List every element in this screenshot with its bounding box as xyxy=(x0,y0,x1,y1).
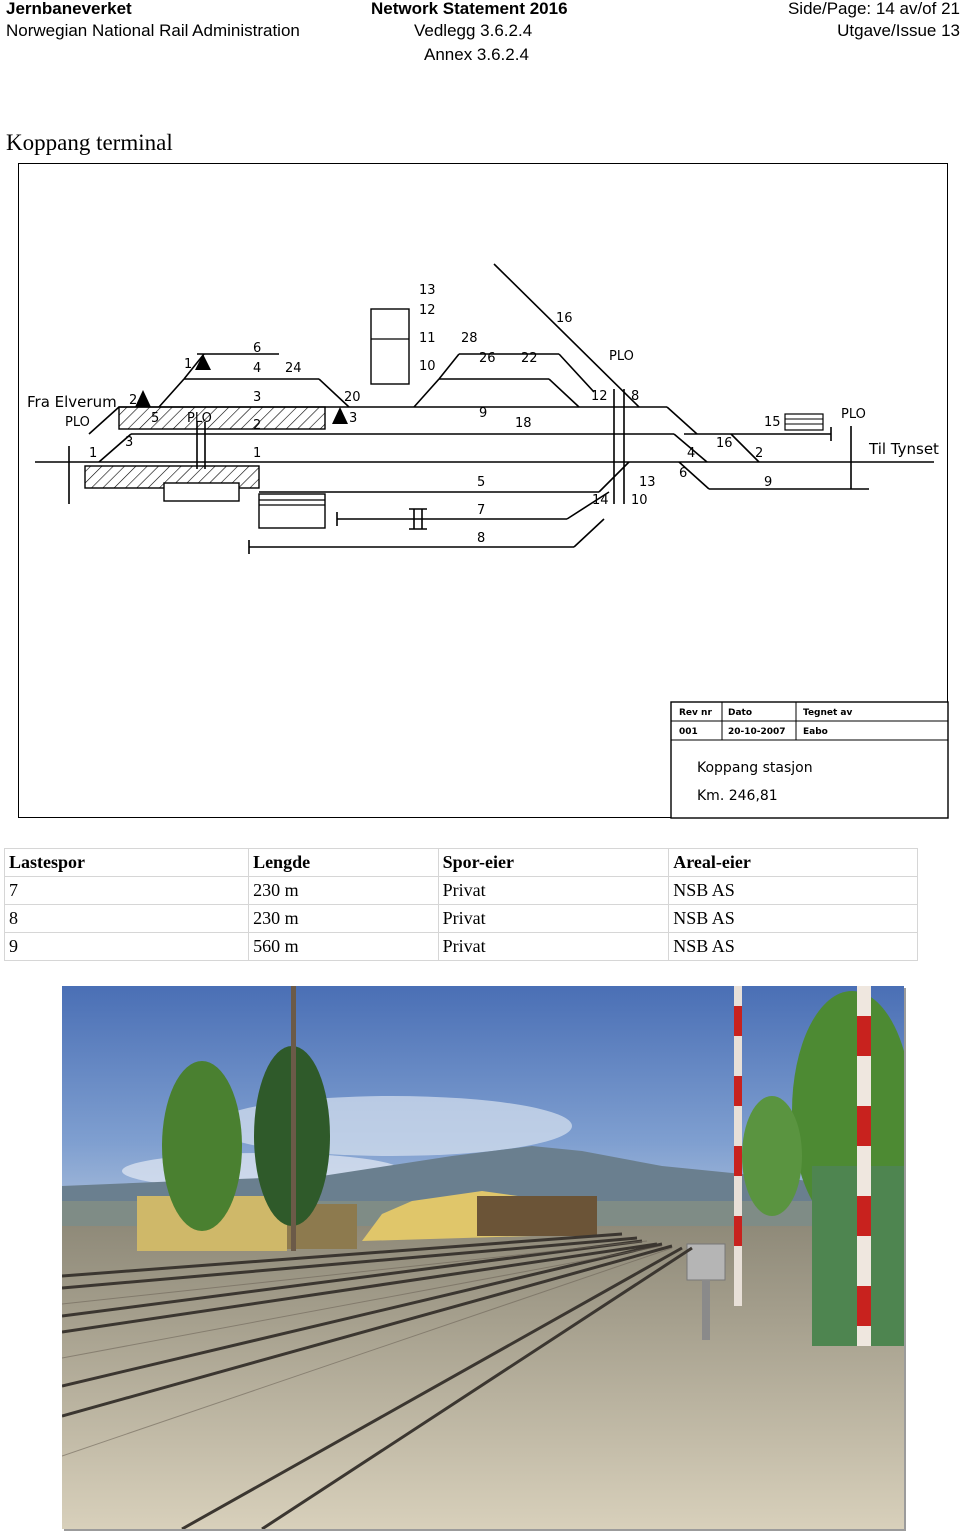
column-header: Lastespor xyxy=(3,848,250,877)
warehouse xyxy=(258,493,326,529)
svg-text:16: 16 xyxy=(556,311,573,326)
svg-text:6: 6 xyxy=(253,341,261,356)
svg-text:001: 001 xyxy=(679,727,698,737)
column-header: Spor-eier xyxy=(437,848,670,877)
svg-text:3: 3 xyxy=(125,435,133,450)
from-label: Fra Elverum xyxy=(27,393,117,411)
table-header-row: Lastespor Lengde Spor-eier Areal-eier xyxy=(3,848,918,877)
svg-text:PLO: PLO xyxy=(65,415,90,430)
svg-text:PLO: PLO xyxy=(841,407,866,422)
signal-3-icon xyxy=(332,407,348,424)
svg-text:6: 6 xyxy=(679,466,687,481)
svg-text:15: 15 xyxy=(764,415,781,430)
title-block: Rev nr Dato Tegnet av 001 20-10-2007 Eab… xyxy=(670,701,949,819)
svg-text:22: 22 xyxy=(521,351,538,366)
svg-text:2: 2 xyxy=(129,393,137,408)
svg-text:PLO: PLO xyxy=(609,349,634,364)
svg-text:14: 14 xyxy=(592,493,609,508)
svg-text:13: 13 xyxy=(639,475,656,490)
table-cell: 230 m xyxy=(248,904,439,933)
track-diagram-svg: Fra Elverum Til Tynset PLO PLO PLO PLO 1… xyxy=(27,263,949,819)
svg-text:24: 24 xyxy=(285,361,302,376)
table-row: 9 560 m Privat NSB AS xyxy=(3,932,918,961)
svg-text:2: 2 xyxy=(253,418,261,433)
svg-text:12: 12 xyxy=(419,303,436,318)
svg-text:10: 10 xyxy=(631,493,648,508)
column-header: Lengde xyxy=(248,848,439,877)
svg-text:13: 13 xyxy=(419,283,436,298)
svg-text:1: 1 xyxy=(253,446,261,461)
svg-text:1: 1 xyxy=(184,357,192,372)
loading-tracks-table: Lastespor Lengde Spor-eier Areal-eier 7 … xyxy=(3,848,918,961)
svg-text:18: 18 xyxy=(515,416,532,431)
platform-upper xyxy=(118,406,326,430)
svg-text:Dato: Dato xyxy=(728,708,752,718)
shelter-15 xyxy=(784,413,824,431)
table-cell: NSB AS xyxy=(668,932,918,961)
svg-text:Eabo: Eabo xyxy=(803,727,828,737)
table-cell: Privat xyxy=(437,904,670,933)
station-photo-svg xyxy=(62,986,904,1529)
station-building xyxy=(163,482,240,502)
svg-text:9: 9 xyxy=(479,406,487,421)
svg-text:5: 5 xyxy=(477,475,485,490)
signal-1-icon xyxy=(195,354,211,370)
table-cell: NSB AS xyxy=(668,876,918,905)
svg-text:4: 4 xyxy=(253,361,261,376)
svg-text:8: 8 xyxy=(631,389,639,404)
table-cell: 230 m xyxy=(248,876,439,905)
svg-text:16: 16 xyxy=(716,436,733,451)
svg-text:PLO: PLO xyxy=(187,411,212,426)
column-header: Areal-eier xyxy=(668,848,918,877)
svg-text:12: 12 xyxy=(591,389,608,404)
table-cell: 8 xyxy=(3,904,250,933)
page-number: Side/Page: 14 av/of 21 xyxy=(787,0,960,18)
svg-text:3: 3 xyxy=(349,411,357,426)
signal-2-icon xyxy=(135,390,151,407)
station-km: Km. 246,81 xyxy=(697,788,778,804)
table-cell: Privat xyxy=(437,876,670,905)
annex-number: Annex 3.6.2.4 xyxy=(424,45,529,64)
station-photo xyxy=(62,986,904,1529)
org-name: Jernbaneverket xyxy=(6,0,132,18)
table-cell: 560 m xyxy=(248,932,439,961)
org-name-en: Norwegian National Rail Administration xyxy=(6,21,300,40)
table-cell: Privat xyxy=(437,932,670,961)
issue-number: Utgave/Issue 13 xyxy=(837,21,960,40)
svg-text:28: 28 xyxy=(461,331,478,346)
table-row: 7 230 m Privat NSB AS xyxy=(3,876,918,905)
document-title: Network Statement 2016 xyxy=(371,0,568,18)
table-row: 8 230 m Privat NSB AS xyxy=(3,904,918,933)
svg-text:7: 7 xyxy=(477,503,485,518)
vedlegg-number: Vedlegg 3.6.2.4 xyxy=(414,21,533,40)
svg-text:26: 26 xyxy=(479,351,496,366)
svg-text:Rev nr: Rev nr xyxy=(679,708,712,718)
shed xyxy=(370,308,410,385)
svg-text:3: 3 xyxy=(253,390,261,405)
svg-text:11: 11 xyxy=(419,331,436,346)
svg-text:5: 5 xyxy=(151,411,159,426)
svg-text:8: 8 xyxy=(477,531,485,546)
svg-text:9: 9 xyxy=(764,475,772,490)
svg-text:1: 1 xyxy=(89,446,97,461)
svg-text:20: 20 xyxy=(344,390,361,405)
track-diagram: Fra Elverum Til Tynset PLO PLO PLO PLO 1… xyxy=(18,163,949,819)
table-cell: 7 xyxy=(3,876,250,905)
section-title: Koppang terminal xyxy=(6,130,173,155)
svg-text:2: 2 xyxy=(755,446,763,461)
svg-text:4: 4 xyxy=(687,446,695,461)
svg-text:20-10-2007: 20-10-2007 xyxy=(728,727,786,737)
table-cell: 9 xyxy=(3,932,250,961)
station-name: Koppang stasjon xyxy=(697,760,813,776)
to-label: Til Tynset xyxy=(868,440,939,458)
table-cell: NSB AS xyxy=(668,904,918,933)
svg-text:10: 10 xyxy=(419,359,436,374)
svg-text:Tegnet av: Tegnet av xyxy=(803,708,853,718)
